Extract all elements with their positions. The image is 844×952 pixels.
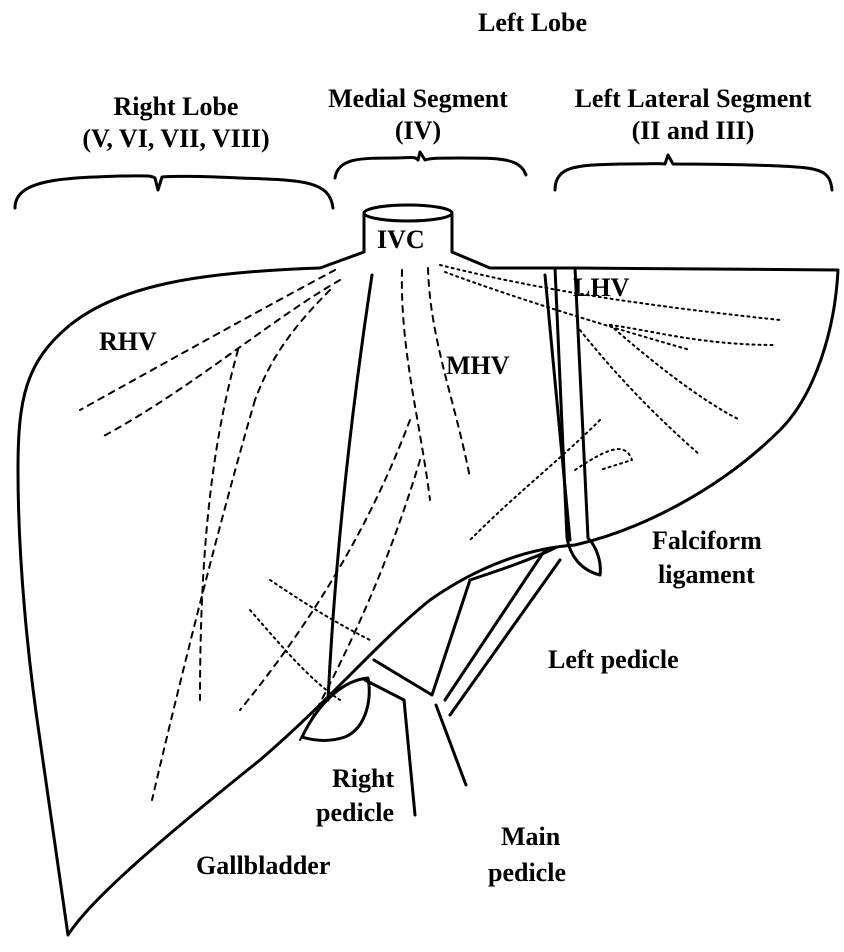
rhv-branch-4 xyxy=(152,400,255,800)
gallbladder-label: Gallbladder xyxy=(196,851,330,881)
main-pedicle-label-1: Main xyxy=(501,822,560,852)
left-lateral-label-2: (II and III) xyxy=(548,116,838,146)
medial-segment-label-1: Medial Segment xyxy=(303,84,533,114)
right-pedicle-label-2: pedicle xyxy=(316,798,394,828)
falciform-ligament xyxy=(555,268,600,575)
left-pedicle xyxy=(445,550,560,715)
lhv-branch-3 xyxy=(610,325,740,420)
main-pedicle-label-2: pedicle xyxy=(488,858,566,888)
right-portal-branch-2 xyxy=(250,610,340,700)
falciform-label-1: Falciform xyxy=(652,526,762,556)
rhv-branch-5 xyxy=(200,350,238,700)
right-lobe-label-2: (V, VI, VII, VIII) xyxy=(36,124,316,154)
ivc-label: IVC xyxy=(377,225,425,255)
medial-segment-label-2: (IV) xyxy=(303,116,533,146)
left-lobe-label: Left Lobe xyxy=(478,8,587,38)
lhv-branch-5 xyxy=(610,325,775,345)
left-lateral-label-1: Left Lateral Segment xyxy=(548,84,838,114)
rhv-label: RHV xyxy=(99,327,157,357)
falciform-label-2: ligament xyxy=(658,560,755,590)
ivc-top xyxy=(364,205,452,221)
right-lobe-brace xyxy=(15,176,333,208)
mhv-label: MHV xyxy=(446,351,510,381)
lhv-branch-4 xyxy=(580,330,700,455)
segment-iv-branch xyxy=(470,420,600,540)
mhv-left-boundary xyxy=(328,275,372,700)
right-pedicle-label-1: Right xyxy=(332,764,394,794)
medial-segment-brace xyxy=(335,152,526,178)
rhv-branch-2 xyxy=(100,280,340,438)
lhv-label: LHV xyxy=(573,273,629,303)
mhv-branch-1 xyxy=(402,270,430,500)
left-pedicle-label: Left pedicle xyxy=(548,645,679,675)
left-lateral-brace xyxy=(555,155,832,190)
right-lobe-label-1: Right Lobe xyxy=(36,92,316,122)
liver-outline xyxy=(18,268,838,935)
lhv-branch-2 xyxy=(445,272,690,350)
